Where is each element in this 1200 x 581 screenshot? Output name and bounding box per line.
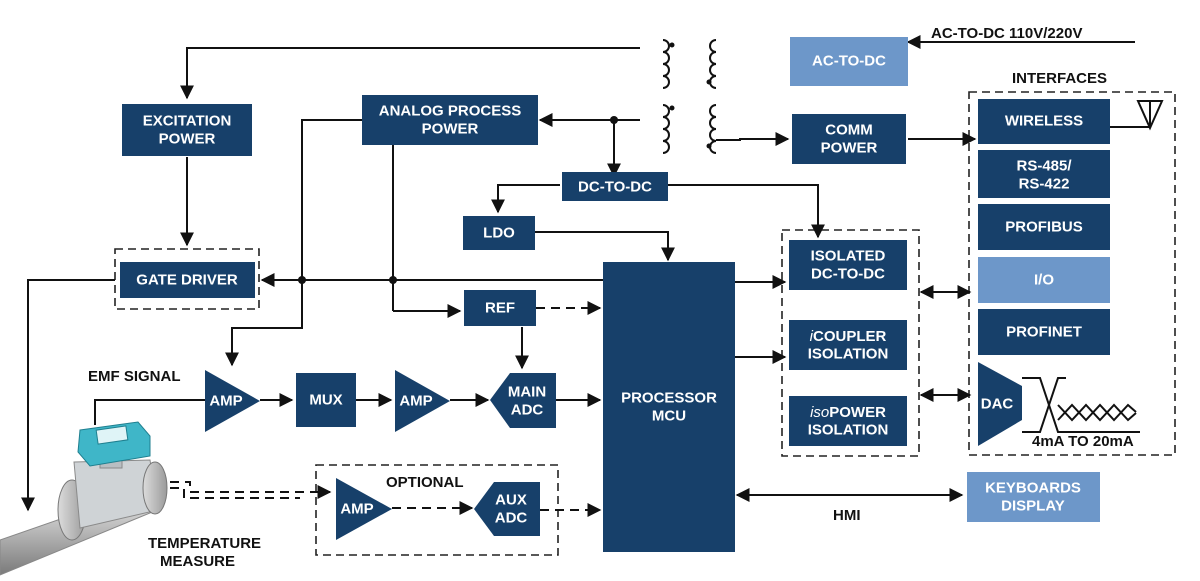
wires: [21, 35, 1164, 517]
temperature-label-1: TEMPERATURE: [148, 535, 261, 552]
keyboards-display-block: KEYBOARDS DISPLAY: [967, 472, 1100, 522]
keyboards-label-2: DISPLAY: [1001, 498, 1065, 515]
dc-to-dc-block: DC-TO-DC: [562, 172, 668, 201]
aux-adc-label-2: ADC: [495, 510, 528, 527]
current-loop-label: 4mA TO 20mA: [1032, 433, 1134, 450]
transformer-icon: [662, 39, 717, 154]
optional-amp-triangle: AMP: [336, 478, 392, 540]
isopower-isolation-block: isoPOWER ISOLATION: [789, 396, 907, 446]
ref-block: REF: [464, 290, 536, 326]
dac-label: DAC: [981, 396, 1014, 413]
rs485-block: RS-485/ RS-422: [978, 150, 1110, 198]
wireless-block: WIRELESS: [978, 99, 1110, 144]
isolation-group: [781, 229, 920, 457]
main-adc-block: MAIN ADC: [490, 373, 556, 428]
hmi-label: HMI: [833, 507, 861, 524]
excitation-power-block: EXCITATION POWER: [122, 104, 252, 156]
profibus-block: PROFIBUS: [978, 204, 1110, 250]
io-label: I/O: [1034, 272, 1054, 289]
rs485-label-1: RS-485/: [1016, 158, 1072, 175]
analog-process-power-block: ANALOG PROCESS POWER: [362, 95, 538, 145]
isolated-dcdc-label-1: ISOLATED: [811, 248, 886, 265]
interfaces-group: [968, 91, 1176, 456]
isolated-dcdc-label-2: DC-TO-DC: [811, 266, 885, 283]
ldo-block: LDO: [463, 216, 535, 250]
mux-block: MUX: [296, 373, 356, 427]
aux-adc-block: AUX ADC: [474, 482, 540, 536]
isopower-label-1: isoPOWER: [810, 404, 886, 421]
interfaces-label: INTERFACES: [1012, 70, 1107, 87]
optional-label: OPTIONAL: [386, 474, 464, 491]
second-amp-label: AMP: [399, 393, 432, 410]
comm-power-block: COMM POWER: [792, 114, 906, 164]
icoupler-label-2: ISOLATION: [808, 346, 889, 363]
flow-meter-icon: [0, 421, 168, 576]
profinet-label: PROFINET: [1006, 324, 1082, 341]
dc-to-dc-label: DC-TO-DC: [578, 179, 652, 196]
processor-label-2: MCU: [652, 408, 686, 425]
second-amp-triangle: AMP: [395, 370, 450, 432]
comm-power-label-1: COMM: [825, 122, 873, 139]
excitation-power-label-1: EXCITATION: [143, 113, 232, 130]
icoupler-label-1: iCOUPLER: [810, 328, 887, 345]
gate-driver-block: GATE DRIVER: [120, 262, 255, 298]
icoupler-isolation-block: iCOUPLER ISOLATION: [789, 320, 907, 370]
temperature-label-2: MEASURE: [160, 553, 235, 570]
keyboards-label-1: KEYBOARDS: [985, 480, 1081, 497]
comm-power-label-2: POWER: [821, 140, 878, 157]
excitation-power-label-2: POWER: [159, 131, 216, 148]
optional-amp-label: AMP: [340, 501, 373, 518]
input-amp-label: AMP: [209, 393, 242, 410]
mux-label: MUX: [309, 392, 342, 409]
ac-to-dc-label: AC-TO-DC: [812, 53, 886, 70]
rs485-label-2: RS-422: [1019, 176, 1070, 193]
ac-to-dc-block: AC-TO-DC: [790, 37, 908, 86]
processor-label-1: PROCESSOR: [621, 390, 717, 407]
aux-adc-label-1: AUX: [495, 492, 527, 509]
ac-input-label: AC-TO-DC 110V/220V: [931, 25, 1082, 42]
io-block: I/O: [978, 257, 1110, 303]
processor-mcu-block: PROCESSOR MCU: [603, 262, 735, 552]
ref-label: REF: [485, 300, 515, 317]
profinet-block: PROFINET: [978, 309, 1110, 355]
profibus-label: PROFIBUS: [1005, 219, 1083, 236]
wireless-label: WIRELESS: [1005, 113, 1083, 130]
main-adc-label-1: MAIN: [508, 384, 546, 401]
main-adc-label-2: ADC: [511, 402, 544, 419]
gate-driver-label: GATE DRIVER: [136, 272, 238, 289]
dac-triangle: DAC: [978, 362, 1022, 446]
input-amp-triangle: AMP: [205, 370, 260, 432]
emf-signal-label: EMF SIGNAL: [88, 368, 181, 385]
isopower-label-2: ISOLATION: [808, 422, 889, 439]
ldo-label: LDO: [483, 225, 515, 242]
analog-process-power-label-1: ANALOG PROCESS: [379, 103, 522, 120]
analog-process-power-label-2: POWER: [422, 121, 479, 138]
isolated-dc-to-dc-block: ISOLATED DC-TO-DC: [789, 240, 907, 290]
